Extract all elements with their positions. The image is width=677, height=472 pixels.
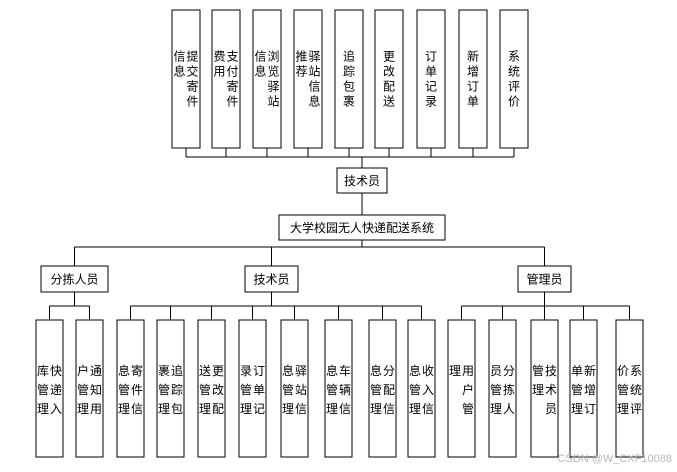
branch-0-item-0: 快递入库管理 xyxy=(37,363,62,416)
branch-2-item-3-box xyxy=(569,319,598,458)
branch-2-box xyxy=(517,265,572,293)
branch-2-item-1: 分拣人员管理 xyxy=(490,364,515,416)
branch-1-item-0: 寄件信息管理 xyxy=(118,363,143,416)
top-item-2-box xyxy=(252,9,282,149)
top-item-3-box xyxy=(293,9,323,149)
system-root-box xyxy=(278,214,446,241)
branch-0-box xyxy=(40,265,109,293)
branch-1-item-0-box xyxy=(116,319,145,458)
branch-2-item-2: 技术员管理 xyxy=(532,363,557,416)
branch-1-item-2-box xyxy=(197,319,226,458)
top-item-0: 提交寄件信息 xyxy=(173,49,198,109)
branch-1-item-5-box xyxy=(324,319,353,458)
branch-0-item-1-box xyxy=(75,319,104,458)
branch-1-item-4-box xyxy=(280,319,309,458)
system-root: 大学校园无人快递配送系统 xyxy=(290,220,434,235)
branch-1-item-1: 追踪包裹管理 xyxy=(158,363,183,416)
top-item-4: 追踪包裹 xyxy=(343,49,355,109)
branch-1-item-3-box xyxy=(238,319,267,458)
branch-2-item-0-box xyxy=(447,319,476,458)
top-item-5-box xyxy=(374,9,404,149)
top-item-4-box xyxy=(334,9,364,149)
top-item-2: 浏览驿站信息 xyxy=(254,50,279,109)
connector-lines xyxy=(49,148,630,320)
top-item-1: 支付寄件费用 xyxy=(213,50,238,109)
branch-0: 分拣人员 xyxy=(50,272,98,287)
branch-1-item-4: 驿站信息管理 xyxy=(282,363,307,416)
top-item-8: 系统评价 xyxy=(508,50,520,109)
top-item-0-box xyxy=(171,9,201,149)
branch-2: 管理员 xyxy=(526,272,562,287)
branch-2-item-0: 用户管理 xyxy=(449,364,474,416)
branch-2-item-4: 系统评价管理 xyxy=(617,364,642,416)
branch-1-item-1-box xyxy=(156,319,185,458)
branch-2-item-1-box xyxy=(488,319,517,458)
branch-1-item-7: 收入信息管理 xyxy=(409,363,434,416)
top-item-1-box xyxy=(211,9,241,149)
branch-0-item-1: 通知用户管理 xyxy=(77,363,102,416)
branch-1-item-6-box xyxy=(368,319,397,458)
top-item-7: 新增订单 xyxy=(467,49,479,109)
branch-1: 技术员 xyxy=(253,273,289,287)
branch-0-item-0-box xyxy=(35,319,64,458)
branch-1-item-3: 订单记录管理 xyxy=(240,364,265,416)
top-technician-box xyxy=(336,167,388,194)
branch-2-item-2-box xyxy=(530,319,559,458)
branch-1-box xyxy=(244,265,299,293)
branch-1-item-5: 车辆信息管理 xyxy=(326,363,351,416)
branch-1-item-2: 更改配送管理 xyxy=(199,363,224,416)
watermark: CSDN @W_CXF10088 xyxy=(558,453,672,465)
branch-2-item-4-box xyxy=(615,319,644,458)
top-item-6-box xyxy=(416,9,446,149)
diagram-nodes: 提交寄件信息支付寄件费用浏览驿站信息驿站信息推荐追踪包裹更改配送订单记录新增订单… xyxy=(35,9,644,458)
top-item-7-box xyxy=(458,9,488,149)
top-item-3: 驿站信息推荐 xyxy=(295,50,320,109)
top-item-8-box xyxy=(499,9,529,149)
branch-1-item-7-box xyxy=(407,319,436,458)
top-item-5: 更改配送 xyxy=(383,50,395,109)
branch-2-item-3: 新增订单管理 xyxy=(571,363,596,416)
top-technician: 技术员 xyxy=(344,174,380,188)
top-item-6: 订单记录 xyxy=(425,50,437,109)
branch-1-item-6: 分配信息管理 xyxy=(370,363,395,416)
